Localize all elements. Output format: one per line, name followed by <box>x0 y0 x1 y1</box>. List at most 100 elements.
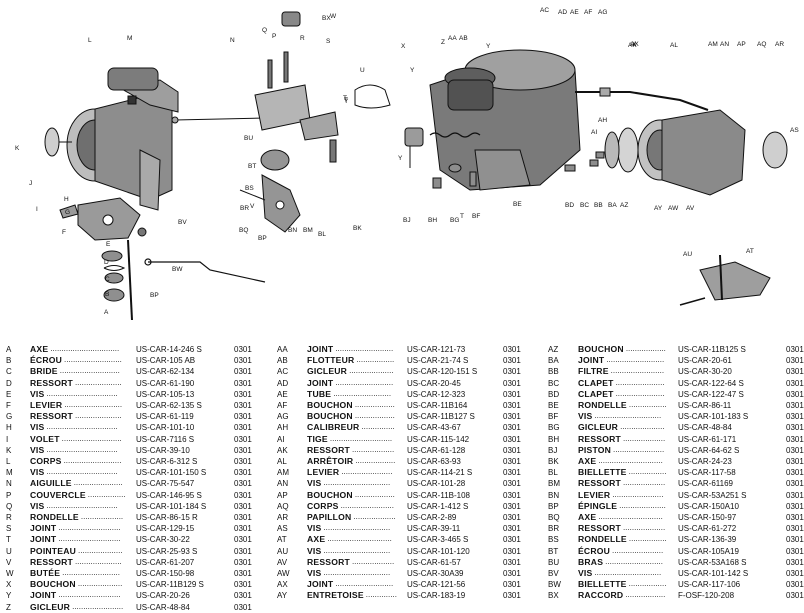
callout-label: H <box>64 196 69 203</box>
part-ref: US-CAR-101-10 <box>136 423 195 433</box>
part-name: JOINT <box>307 344 334 354</box>
part-name: JOINT <box>30 590 57 601</box>
part-code: AR <box>277 513 289 522</box>
dot-leader: ................. <box>628 580 667 589</box>
part-name: RESSORT <box>30 411 73 422</box>
callout-label: J <box>29 180 32 187</box>
callout-label: AR <box>775 41 784 48</box>
dot-leader: ...................... <box>73 479 123 488</box>
part-code: AC <box>277 367 289 377</box>
pump-piston-bj <box>404 127 481 168</box>
part-ref: US-CAR-61-119 <box>136 412 194 422</box>
part-ref: US-CAR-7116 S <box>136 434 195 444</box>
part-name: RESSORT <box>30 377 73 388</box>
part-name: VIS <box>578 568 593 578</box>
callout-label: U <box>360 67 365 74</box>
callout-label: AL <box>670 42 678 49</box>
part-name: JOINT <box>30 534 57 545</box>
part-ref: US-CAR-105 AB <box>136 356 196 366</box>
dot-leader: ................................ <box>46 501 118 510</box>
part-code: AP <box>277 490 288 500</box>
callout-label: AF <box>584 9 592 16</box>
part-ref: US-CAR-11B127 S <box>407 412 475 422</box>
part-ref: US-CAR-30-22 <box>136 535 190 545</box>
needle-n <box>171 116 266 124</box>
part-code: I <box>6 434 9 444</box>
part-ref: US-CAR-30A39 <box>407 569 464 578</box>
part-code: BS <box>548 535 559 545</box>
callout-label: AV <box>686 205 695 212</box>
part-qty: 0301 <box>234 569 252 578</box>
part-qty: 0301 <box>234 457 252 466</box>
part-qty: 0301 <box>234 535 252 545</box>
choke-lever-assembly <box>59 197 147 241</box>
dot-leader: ................. <box>628 401 667 409</box>
callout-label: BG <box>450 217 459 224</box>
callout-label: BJ <box>403 217 411 224</box>
callout-label: G <box>65 209 70 216</box>
part-qty: 0301 <box>234 389 252 399</box>
dot-leader: ................................ <box>46 423 118 432</box>
part-code: BQ <box>548 513 560 522</box>
part-name: BUTÉE <box>30 568 61 578</box>
part-ref: US-CAR-117-58 <box>678 468 736 478</box>
throttle-body <box>604 109 788 196</box>
throttle-lever-at <box>679 254 771 306</box>
intake-body-l <box>66 67 179 211</box>
part-ref: US-CAR-11B129 S <box>136 580 204 590</box>
part-ref: US-CAR-63-93 <box>407 457 461 466</box>
part-name: CALIBREUR <box>307 422 360 433</box>
dot-leader: .............................. <box>323 524 391 533</box>
callout-label: X <box>401 43 406 50</box>
part-qty: 0301 <box>503 524 521 534</box>
dot-leader: .................. <box>625 345 666 353</box>
part-code: S <box>6 524 12 534</box>
dot-leader: ................. <box>356 356 395 365</box>
part-code: AV <box>277 557 288 567</box>
part-name: LEVIER <box>578 489 611 500</box>
part-name: JOINT <box>307 579 334 590</box>
part-name: VIS <box>307 478 322 489</box>
callout-label: BL <box>318 231 326 238</box>
dot-leader: ............................ <box>329 434 393 443</box>
part-qty: 0301 <box>234 468 252 478</box>
part-name: POINTEAU <box>30 545 77 556</box>
part-qty: 0301 <box>234 356 252 366</box>
part-ref: US-CAR-20-61 <box>678 356 732 366</box>
part-name: BOUCHON <box>307 489 353 500</box>
part-name: BRIDE <box>30 366 58 377</box>
dot-leader: .............................. <box>323 569 391 577</box>
callout-label: A <box>104 309 109 316</box>
part-name: RESSORT <box>307 444 350 455</box>
callout-label: BV <box>178 219 187 226</box>
part-code: BR <box>548 524 560 534</box>
part-name: BOUCHON <box>578 344 624 354</box>
dot-leader: .................. <box>355 457 396 465</box>
part-code: BD <box>548 389 560 399</box>
callout-label: AQ <box>757 41 766 48</box>
part-code: E <box>6 389 12 399</box>
callout-label: Y <box>486 43 491 50</box>
part-ref: US-CAR-86-11 <box>678 401 732 410</box>
dot-leader: .................... <box>620 423 665 432</box>
callout-label: L <box>88 37 92 44</box>
callout-label: BF <box>472 213 480 220</box>
part-ref: US-CAR-136-39 <box>678 535 737 545</box>
